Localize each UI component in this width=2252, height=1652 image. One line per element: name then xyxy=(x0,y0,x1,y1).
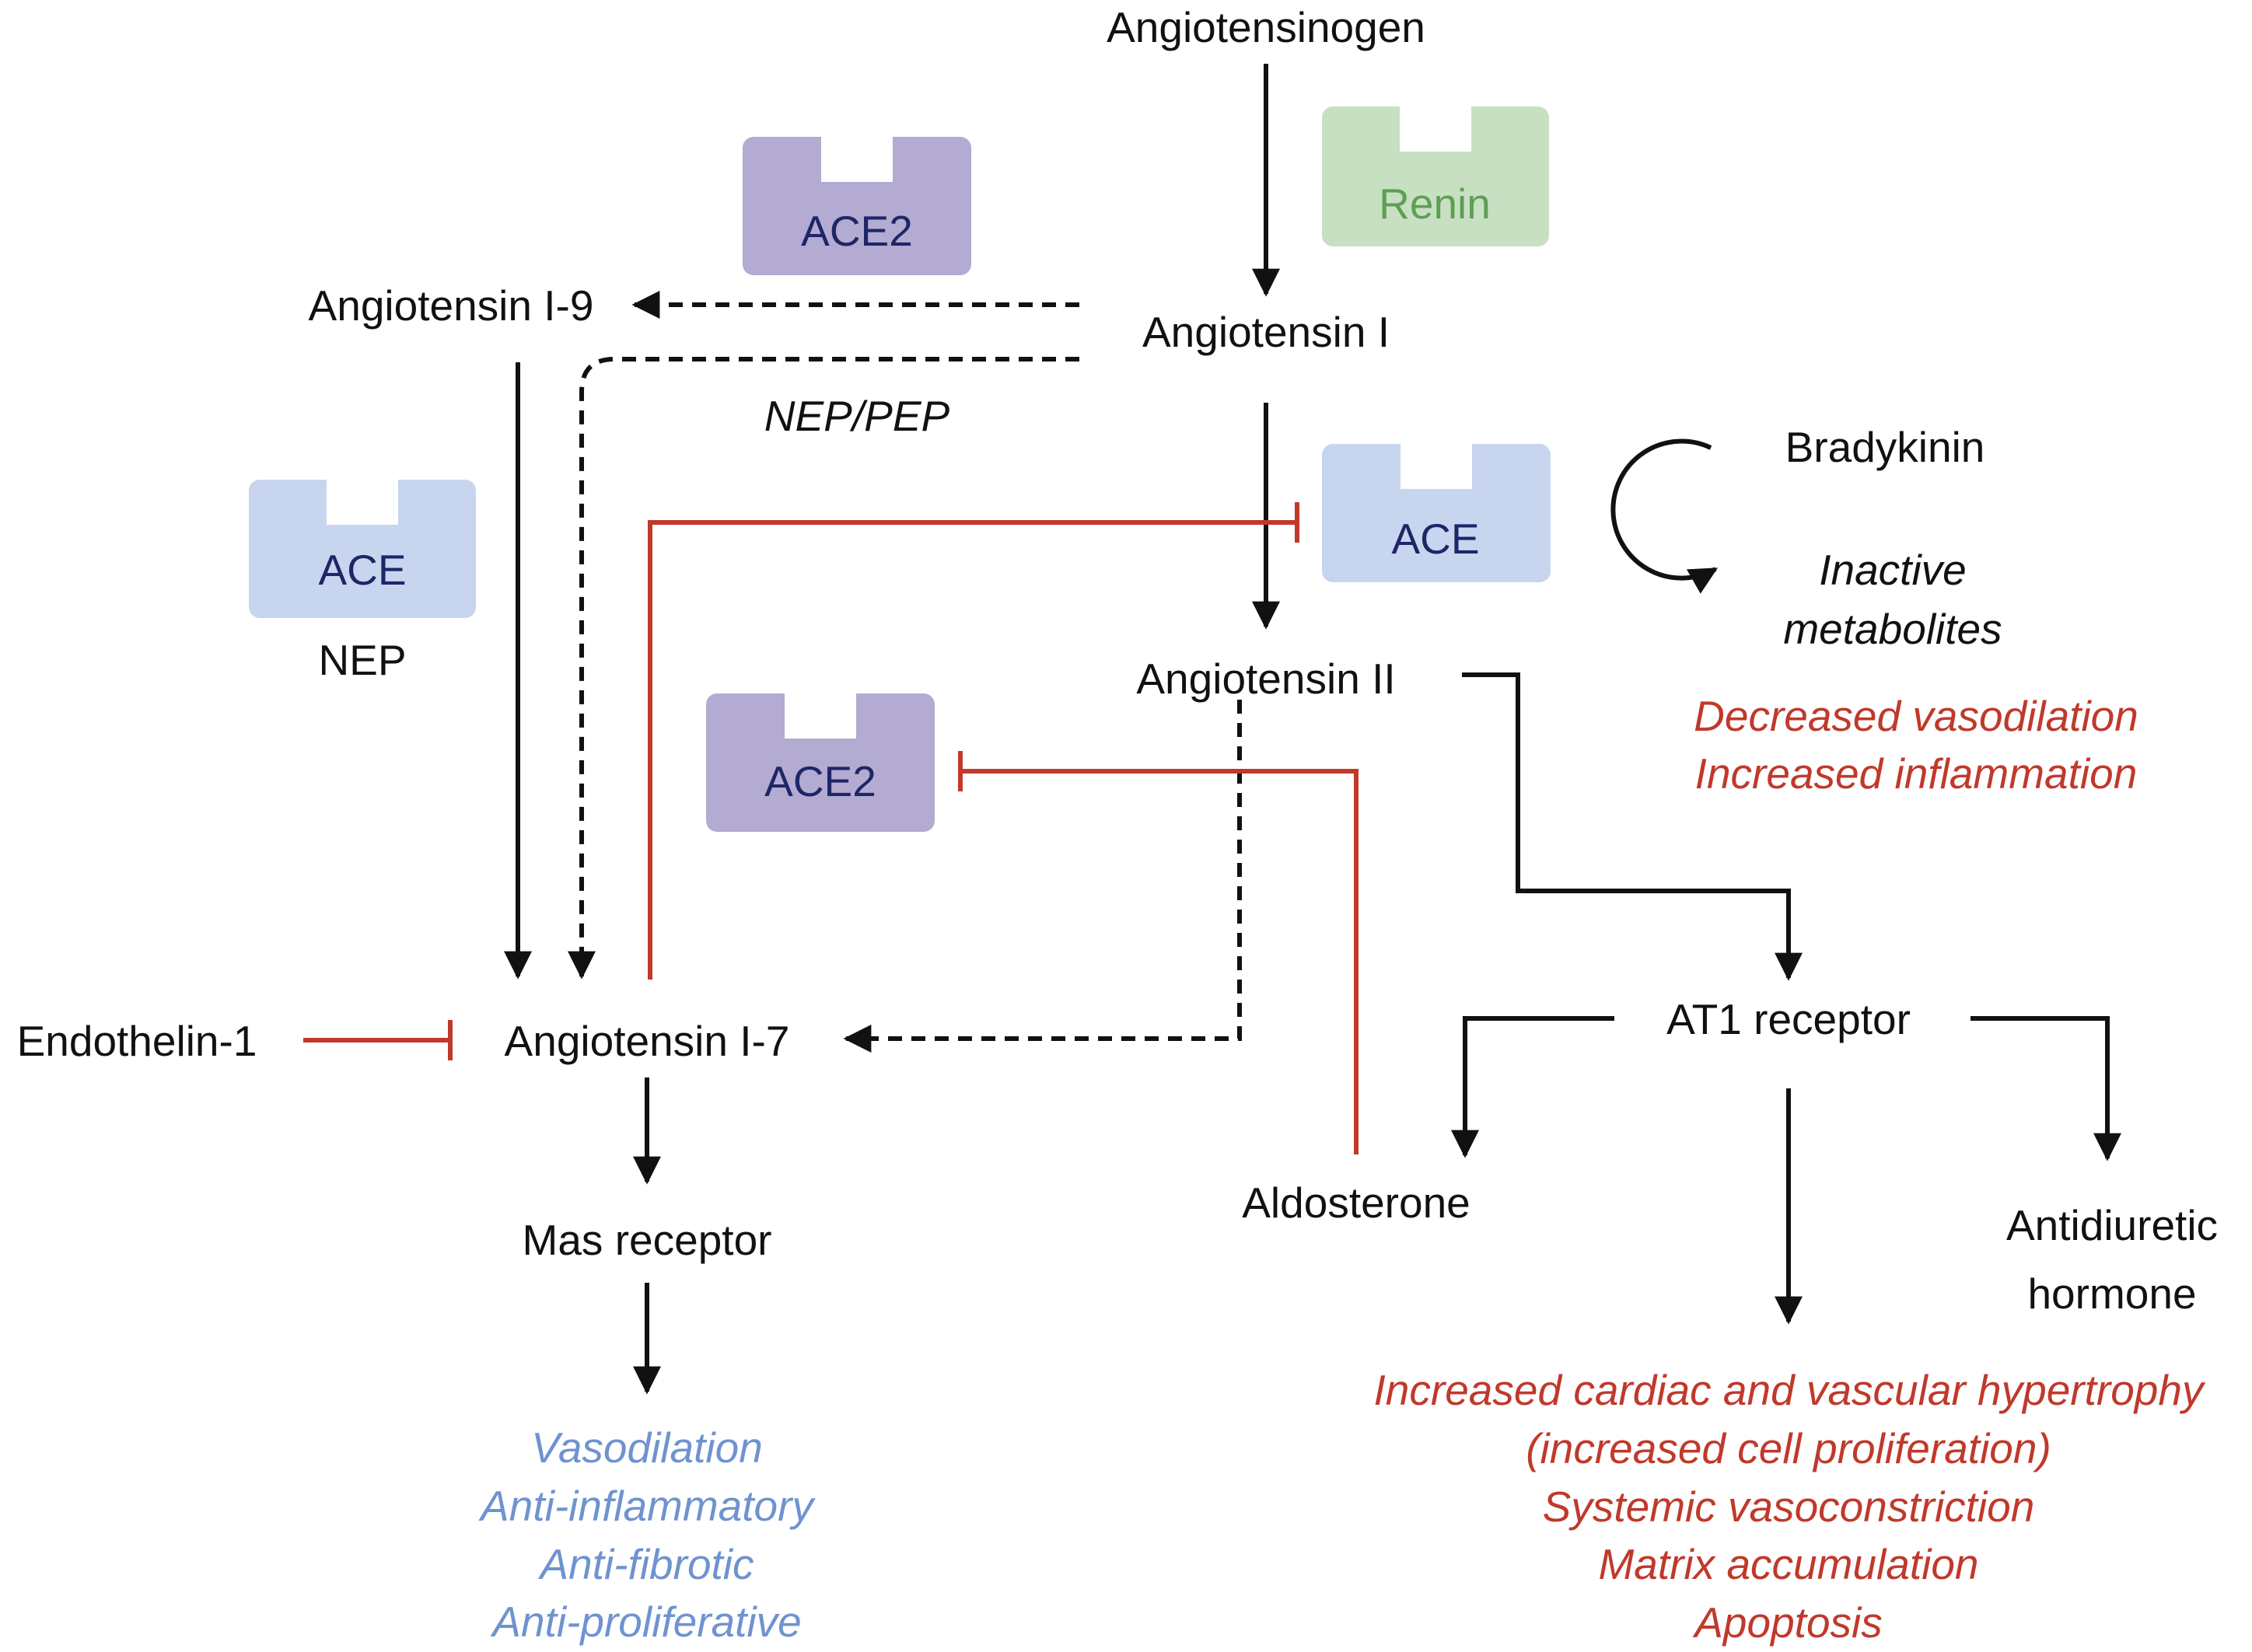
nep-left-label: NEP xyxy=(318,636,407,684)
angiotensin-ii-to-i7-arrow xyxy=(843,700,1242,1053)
at1-receptor-label: AT1 receptor xyxy=(1666,995,1911,1043)
at1-to-aldosterone-arrow xyxy=(1451,1016,1614,1158)
at1-effect-5: Apoptosis xyxy=(1694,1598,1883,1647)
bradykinin-loop-arrow xyxy=(1610,438,1719,594)
angiotensinogen-label: Angiotensinogen xyxy=(1107,3,1425,51)
ace-right-box xyxy=(1322,444,1551,582)
at1-effect-4: Matrix accumulation xyxy=(1598,1540,1979,1589)
bradykinin-effect-1: Decreased vasodilation xyxy=(1694,692,2138,740)
mas-effect-3: Anti-fibrotic xyxy=(540,1539,754,1588)
ace-left-box xyxy=(249,480,476,618)
ace-left-label: ACE xyxy=(318,546,407,594)
inactive-metabolites-label: Inactive metabolites xyxy=(1783,541,2002,659)
ace-right-label: ACE xyxy=(1391,515,1480,563)
angiotensin-i-label: Angiotensin I xyxy=(1142,308,1390,356)
mas-effect-1: Vasodilation xyxy=(531,1423,763,1472)
mas-receptor-label: Mas receptor xyxy=(522,1216,772,1264)
ace2-top-box-notch xyxy=(821,136,893,182)
angiotensin-i9-label: Angiotensin I-9 xyxy=(308,281,594,330)
angiotensin-i7-label: Angiotensin I-7 xyxy=(504,1017,790,1065)
bradykinin-effect-2: Increased inflammation xyxy=(1694,749,2138,798)
antidiuretic-hormone-label: Antidiuretic hormone xyxy=(2006,1191,2218,1328)
renin-box-notch xyxy=(1400,106,1471,152)
endothelin-1-label: Endothelin-1 xyxy=(16,1017,257,1065)
ace2-mid-box xyxy=(706,693,935,832)
metabolites-line: metabolites xyxy=(1783,604,2002,653)
mas-effects: Vasodilation Anti-inflammatory Anti-fibr… xyxy=(481,1419,813,1651)
ace2-top-label: ACE2 xyxy=(801,207,913,255)
antidiuretic-line: Antidiuretic xyxy=(2005,1201,2219,1249)
mas-effect-4: Anti-proliferative xyxy=(492,1598,802,1647)
at1-effect-1: Increased cardiac and vascular hypertrop… xyxy=(1373,1366,2204,1414)
nep-pep-label: NEP/PEP xyxy=(764,392,950,440)
ace2-top-box xyxy=(743,137,971,275)
ace2-mid-box-notch xyxy=(785,693,856,739)
ace-left-box-notch xyxy=(327,479,398,525)
angiotensin-ii-to-at1-arrow xyxy=(1462,672,1803,981)
renin-box xyxy=(1322,107,1549,246)
at1-effect-3: Systemic vasoconstriction xyxy=(1542,1482,2035,1531)
hormone-line: hormone xyxy=(2027,1270,2197,1318)
ace2-mid-label: ACE2 xyxy=(764,757,876,805)
renin-label: Renin xyxy=(1379,180,1491,228)
ace-right-box-notch xyxy=(1401,443,1472,489)
bradykinin-effects: Decreased vasodilation Increased inflamm… xyxy=(1694,687,2138,803)
inactive-line: Inactive xyxy=(1819,546,1967,594)
at1-effect-2: (increased cell proliferation) xyxy=(1526,1423,2051,1472)
mas-effect-2: Anti-inflammatory xyxy=(481,1481,813,1530)
aldosterone-inhibits-ace2-line xyxy=(963,769,1359,1154)
bradykinin-label: Bradykinin xyxy=(1785,423,1985,471)
aldosterone-label: Aldosterone xyxy=(1242,1179,1470,1227)
at1-to-antidiuretic-arrow xyxy=(1970,1016,2121,1161)
angiotensin-ii-label: Angiotensin II xyxy=(1136,655,1396,703)
nep-pep-conversion-arrow xyxy=(568,357,1079,980)
at1-effects: Increased cardiac and vascular hypertrop… xyxy=(1374,1361,2204,1652)
i7-inhibits-ace-line xyxy=(648,520,1295,980)
